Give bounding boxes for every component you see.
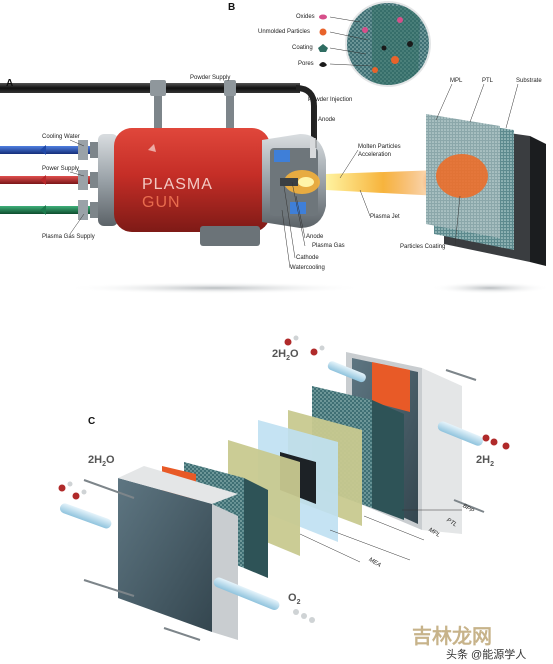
cooling-water-arrow	[40, 145, 46, 155]
label-anode-top: Anode	[318, 117, 336, 123]
h2o-left-main: 2H	[88, 454, 103, 466]
h2o-top-tail: O	[289, 348, 299, 360]
plasma-gas-arrow	[40, 205, 46, 215]
plasma-jet	[326, 170, 440, 196]
label-ptl: PTL	[482, 78, 494, 84]
gun-shadow	[65, 282, 365, 294]
h2-outlet-tube	[437, 421, 483, 446]
panel-label-a: A	[6, 78, 14, 89]
powder-injector	[310, 138, 316, 158]
pipe-clamp-2	[224, 80, 236, 96]
o2-sub: 2	[296, 599, 301, 607]
gun-body	[114, 128, 270, 232]
cathode-rod	[280, 178, 298, 186]
label-particles-coating: Particles Coating	[400, 244, 446, 250]
coating-icon	[318, 44, 328, 52]
label-mpl: MPL	[450, 78, 463, 84]
gun-title-line2: GUN	[142, 194, 181, 211]
label-plasma-gas-supply: Plasma Gas Supply	[42, 234, 95, 240]
unmolded-particles-icon	[319, 28, 327, 36]
label-watercooling: Watercooling	[290, 265, 325, 271]
label-powder-injection: Powder Injection	[308, 97, 353, 103]
plasma-gas-line	[0, 206, 100, 214]
label-plasma-jet: Plasma Jet	[370, 214, 400, 220]
gun-title-line1: PLASMA	[142, 176, 213, 193]
o2-outlet-tube	[213, 577, 280, 610]
gun-back-cap	[98, 134, 118, 226]
label-h2: 2H2	[476, 454, 494, 468]
magnifier-ring	[345, 1, 431, 87]
pipe-clamp-1	[150, 80, 166, 96]
legend-pores: Pores	[298, 61, 314, 67]
o2-main: O	[288, 592, 297, 604]
label-substrate: Substrate	[516, 78, 542, 84]
panel-c-leader-lines	[299, 509, 462, 563]
label-h2o-top: 2H2O	[272, 348, 299, 362]
legend-unmolded-particles: Unmolded Particles	[258, 29, 311, 35]
particles-coating-spot	[436, 154, 488, 198]
molecules	[58, 335, 510, 623]
watermark-line1: 吉林龙网	[412, 626, 492, 648]
label-cooling-water: Cooling Water	[42, 134, 80, 140]
ptl-right-edge	[372, 400, 404, 520]
watercooling-chamber-top	[274, 150, 290, 162]
h2-sub: 2	[490, 461, 494, 469]
panel-label-b: B	[228, 2, 236, 13]
legend-oxides: Oxides	[296, 14, 315, 20]
label-o2: O2	[288, 592, 300, 606]
h2o-inlet-tube-left	[59, 503, 112, 529]
bpp-left-assembly	[118, 466, 238, 640]
gun-stand	[200, 226, 260, 246]
power-supply-line	[0, 176, 100, 184]
label-h2o-left: 2H2O	[88, 454, 115, 468]
plasma-core	[298, 177, 314, 187]
panel-label-c: C	[88, 416, 96, 427]
substrate-shadow	[430, 282, 550, 294]
h2o-top-main: 2H	[272, 348, 287, 360]
label-plasma-gas: Plasma Gas	[312, 243, 345, 249]
supply-connectors	[78, 140, 100, 220]
leader-lines	[69, 16, 519, 269]
ptl-left-edge	[244, 478, 268, 578]
legend-coating: Coating	[292, 45, 313, 51]
gun-mount-1	[154, 96, 162, 130]
cooling-water-line	[0, 146, 100, 154]
bolts	[83, 369, 485, 641]
power-supply-arrow	[40, 175, 46, 185]
label-power-supply: Power Supply	[42, 166, 80, 172]
h2o-inlet-tube-top	[327, 361, 366, 383]
h2o-top-sub: 2	[286, 355, 290, 363]
h2-main: 2H	[476, 454, 491, 466]
oxides-icon	[319, 14, 327, 20]
label-anode: Anode	[306, 234, 324, 240]
label-molten-particles: Molten Particles Acceleration	[358, 144, 401, 158]
h2o-left-tail: O	[105, 454, 115, 466]
pores-icon	[319, 62, 327, 67]
watercooling-chamber-bottom	[290, 202, 306, 214]
watermark-line2: 头条 @能源学人	[446, 649, 527, 661]
h2o-left-sub: 2	[102, 461, 106, 469]
gun-mount-2	[226, 96, 234, 130]
label-cathode: Cathode	[296, 255, 319, 261]
gun-logo-icon	[148, 144, 156, 152]
magnified-coating-view	[346, 2, 430, 86]
powder-injection-bend	[295, 85, 317, 140]
label-powder-supply: Powder Supply	[190, 75, 231, 81]
